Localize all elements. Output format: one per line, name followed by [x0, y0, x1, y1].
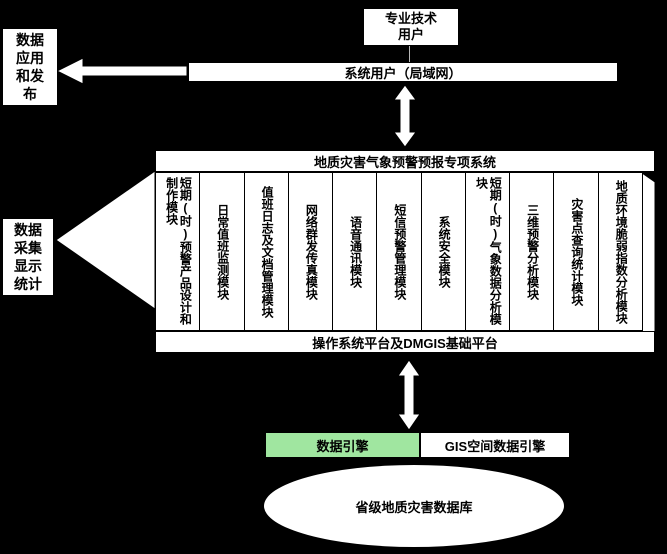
data-publish-label: 数据应用和发布 — [16, 31, 44, 103]
module-label: 网络群发传真模块 — [304, 203, 319, 300]
module-label: 值班日志及文档管理模块 — [260, 185, 275, 318]
system-title-label: 地质灾害气象预警预报专项系统 — [313, 154, 496, 170]
gis-engine-box: GIS空间数据引擎 — [420, 432, 570, 458]
module-column: 地质环境脆弱指数分析模块 — [599, 173, 642, 330]
module-column: 短期(时)预警产品设计和制作模块 — [156, 173, 201, 330]
module-columns: 短期(时)预警产品设计和制作模块 日常值班监测模块 值班日志及文档管理模块 网络… — [155, 172, 643, 331]
module-column: 系统安全模块 — [422, 173, 466, 330]
module-column: 语音通讯模块 — [333, 173, 378, 330]
lan-users-bar: 系统用户（局域网） — [188, 62, 618, 82]
data-engine-label: 数据引擎 — [316, 438, 369, 454]
module-column: 短信预警管理模块 — [377, 173, 422, 330]
gis-engine-label: GIS空间数据引擎 — [444, 438, 546, 454]
data-engine-box: 数据引擎 — [265, 432, 420, 458]
module-column: 灾害点查询统计模块 — [554, 173, 599, 330]
data-publish-box: 数据应用和发布 — [2, 28, 58, 106]
funnel-arrow-left-icon — [55, 170, 156, 310]
system-title-bar: 地质灾害气象预警预报专项系统 — [155, 150, 655, 172]
module-block-side-face — [641, 172, 656, 341]
module-label: 短期(时)气象数据分析模块 — [474, 176, 503, 325]
database-label: 省级地质灾害数据库 — [355, 499, 473, 515]
module-label: 日常值班监测模块 — [215, 203, 230, 300]
module-label: 地质环境脆弱指数分析模块 — [614, 179, 629, 324]
connector-line — [409, 46, 410, 62]
module-label: 系统安全模块 — [437, 215, 452, 288]
data-collect-label: 数据采集显示统计 — [14, 221, 42, 293]
module-label: 灾害点查询统计模块 — [569, 197, 584, 306]
professional-user-box: 专业技术用户 — [363, 8, 459, 46]
module-label: 短信预警管理模块 — [392, 203, 407, 300]
platform-bar: 操作系统平台及DMGIS基础平台 — [155, 331, 655, 353]
professional-user-label: 专业技术用户 — [384, 10, 437, 42]
module-column: 短期(时)气象数据分析模块 — [466, 173, 511, 330]
module-column: 三维预警分析模块 — [510, 173, 555, 330]
module-column: 日常值班监测模块 — [200, 173, 245, 330]
bidirectional-arrow-icon — [393, 84, 417, 148]
lan-users-label: 系统用户（局域网） — [344, 65, 462, 81]
data-collect-box: 数据采集显示统计 — [2, 218, 54, 296]
bidirectional-arrow-icon — [397, 359, 421, 431]
database-ellipse: 省级地质灾害数据库 — [263, 464, 565, 548]
module-column: 网络群发传真模块 — [289, 173, 334, 330]
module-label: 短期(时)预警产品设计和制作模块 — [164, 176, 193, 325]
module-label: 语音通讯模块 — [348, 215, 363, 288]
arrow-left-icon — [55, 57, 188, 85]
module-label: 三维预警分析模块 — [525, 203, 540, 300]
module-column: 值班日志及文档管理模块 — [245, 173, 289, 330]
platform-bar-label: 操作系统平台及DMGIS基础平台 — [312, 335, 498, 351]
